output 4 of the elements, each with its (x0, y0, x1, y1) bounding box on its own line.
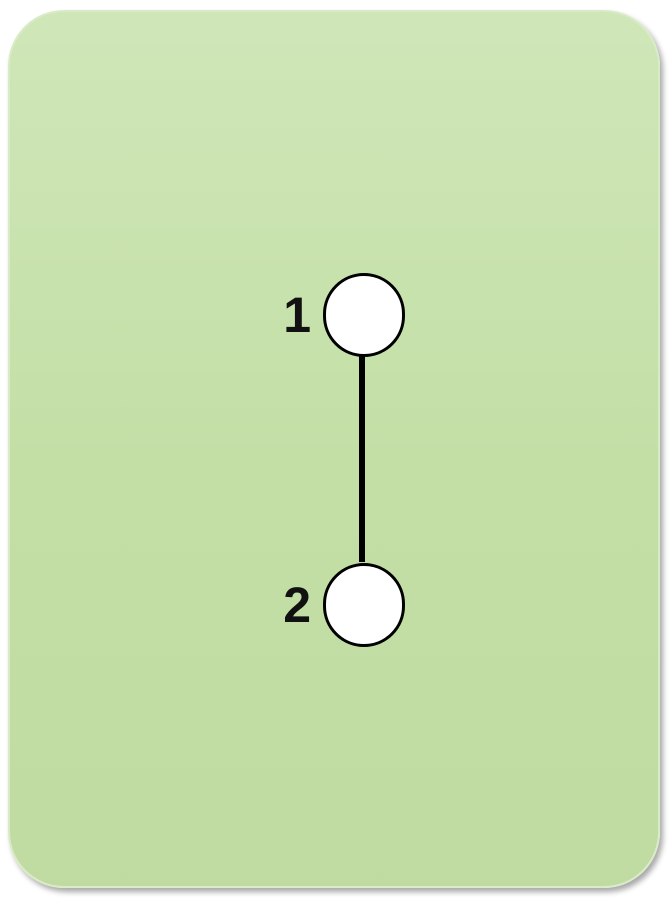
node-number: 2 (282, 580, 311, 630)
node-number: 1 (282, 290, 311, 340)
panel-background (8, 10, 660, 888)
connector-line (359, 354, 365, 562)
